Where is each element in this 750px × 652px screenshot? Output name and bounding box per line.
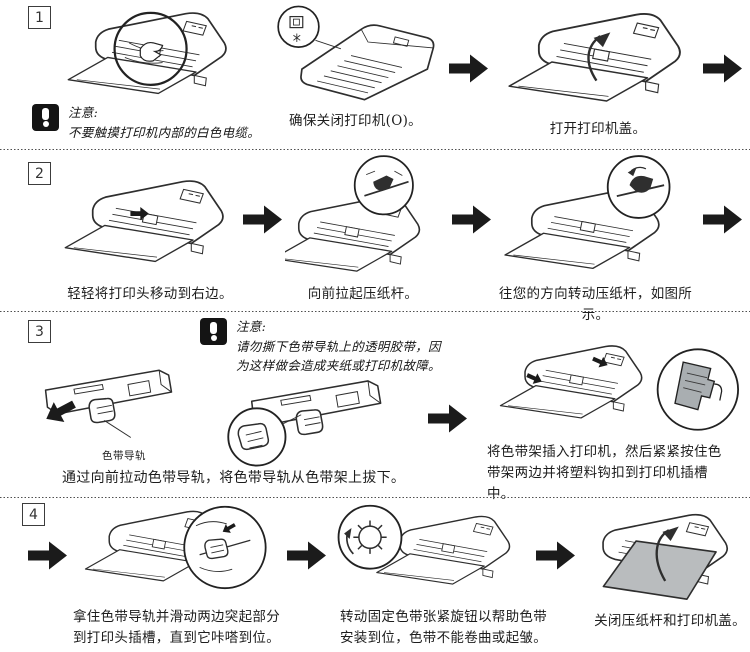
illustration-close-cover [578, 499, 746, 603]
arrow-right-icon [428, 403, 468, 434]
arrow-right-icon [449, 53, 489, 84]
arrow-right-icon [452, 204, 492, 235]
step-2-row: 2 轻轻将打印头移动到右边。 向前拉起压纸杆。 [0, 150, 750, 323]
illustration-do-not-touch-cable [58, 4, 238, 104]
step-4-row: 4 拿住色带导轨并滑动两边突起部分到打印头插槽，直到它咔嗒到位。 [0, 498, 750, 652]
arrow-right-icon [243, 204, 283, 235]
illustration-slide-guide-into-head [82, 502, 272, 602]
step-number: 1 [35, 9, 44, 26]
illustration-ribbon-guide-pull [38, 352, 180, 452]
illustration-power-off [268, 3, 446, 109]
warning-icon [32, 104, 59, 131]
caption-slide-guide: 拿住色带导轨并滑动两边突起部分到打印头插槽，直到它咔嗒到位。 [73, 609, 280, 646]
illustration-ribbon-guide-detail [205, 376, 390, 472]
warning-note: 注意: 不要触摸打印机内部的白色电缆。 [32, 104, 283, 143]
caption-open-cover: 打开打印机盖。 [549, 121, 647, 137]
caption-close-cover: 关闭压纸杆和打印机盖。 [594, 613, 746, 629]
arrow-right-icon [28, 540, 68, 571]
step-3-row: 3 注意: 请勿撕下色带导轨上的透明胶带，因为这样做会造成夹纸或打印机故障。 色… [0, 312, 750, 502]
step-number-box: 4 [22, 503, 45, 526]
step-number: 4 [29, 506, 38, 523]
row-separator [0, 149, 750, 150]
warning-body: 不要触摸打印机内部的白色电缆。 [68, 124, 261, 140]
arrow-right-icon [703, 204, 743, 235]
caption-tension-knob: 转动固定色带张紧旋钮以帮助色带安装到位，色带不能卷曲或起皱。 [340, 609, 547, 646]
step-number-box: 3 [28, 320, 51, 343]
warning-title: 注意: [236, 319, 267, 334]
illustration-open-cover [498, 10, 693, 115]
caption-move-head: 轻轻将打印头移动到右边。 [67, 286, 233, 302]
row-separator [0, 497, 750, 498]
ribbon-guide-label: 色带导轨 [102, 450, 146, 462]
row-separator [0, 311, 750, 312]
warning-note: 注意: 请勿撕下色带导轨上的透明胶带，因为这样做会造成夹纸或打印机故障。 [200, 318, 448, 375]
step-1-row: 1 注意: 不要触摸打印机内部的白色电缆。 [0, 0, 750, 150]
illustration-turn-paper-lever [495, 154, 695, 280]
arrow-right-icon [287, 540, 327, 571]
caption-lever-turn: 往您的方向转动压纸杆，如图所示。 [498, 286, 693, 323]
arrow-right-icon [703, 53, 743, 84]
warning-icon [200, 318, 227, 345]
warning-body: 请勿撕下色带导轨上的透明胶带，因为这样做会造成夹纸或打印机故障。 [236, 338, 441, 373]
caption-power-off: 确保关闭打印机(O)。 [289, 113, 422, 129]
illustration-turn-tension-knob [333, 502, 518, 602]
illustration-lift-paper-lever [285, 154, 435, 280]
arrow-right-icon [536, 540, 576, 571]
caption-insert-cartridge: 将色带架插入打印机，然后紧紧按住色带架两边并将塑料钩扣到打印机插槽中。 [487, 444, 722, 502]
caption-pull-guide: 通过向前拉动色带导轨，将色带导轨从色带架上拔下。 [62, 470, 406, 486]
warning-title: 注意: [68, 105, 99, 120]
step-number: 2 [35, 165, 44, 182]
step-number-box: 2 [28, 162, 51, 185]
step-number: 3 [35, 323, 44, 340]
illustration-move-print-head [55, 164, 235, 280]
illustration-insert-cartridge [478, 342, 744, 438]
caption-lever-up: 向前拉起压纸杆。 [307, 286, 419, 302]
step-number-box: 1 [28, 6, 51, 29]
